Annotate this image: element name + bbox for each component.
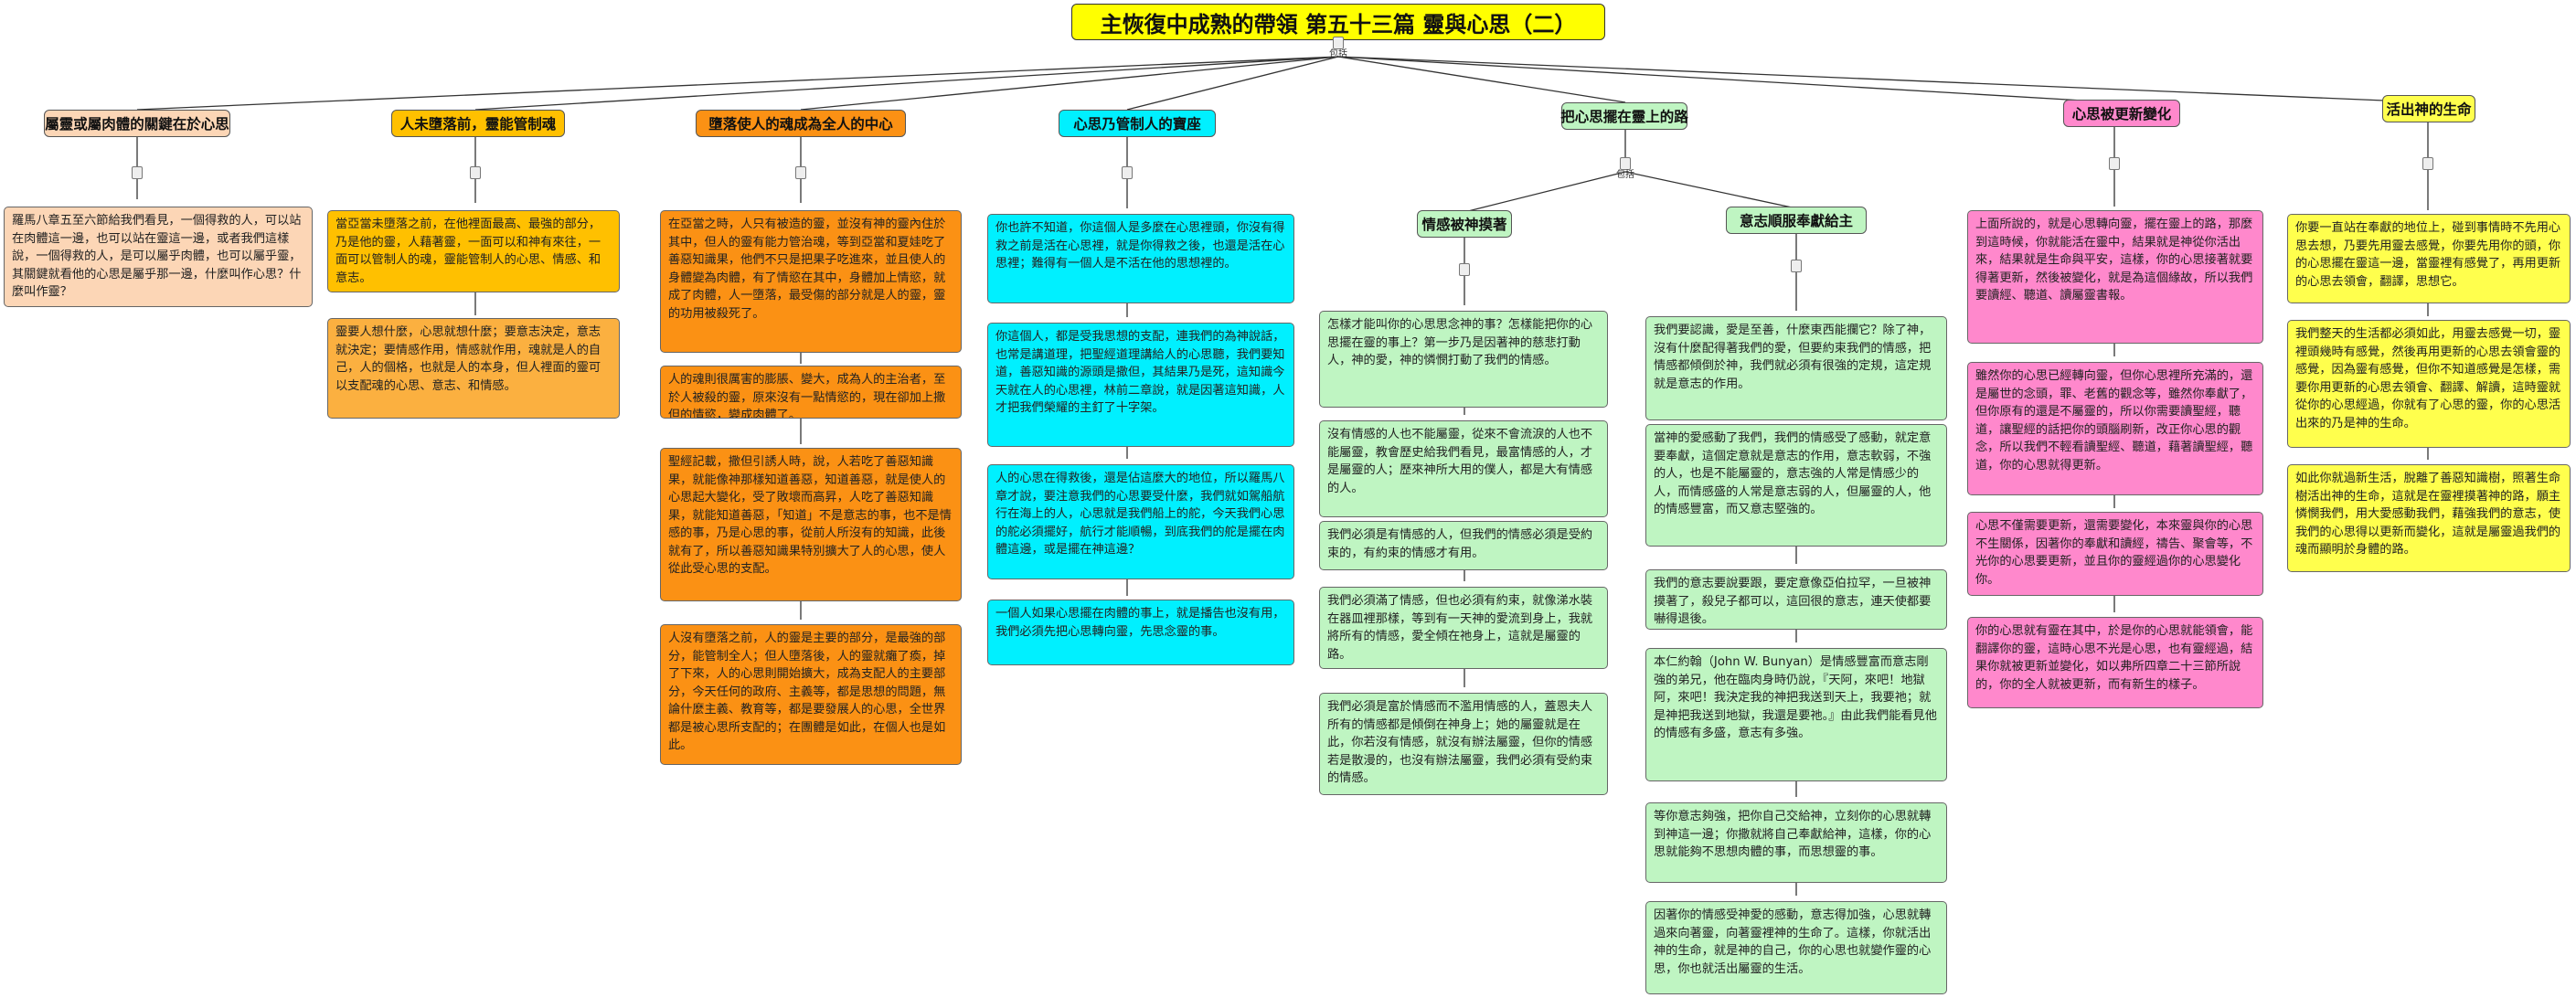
hub-label: 包括 [1329,49,1347,59]
note-box: 我們的意志要說要跟，要定意像亞伯拉罕，一旦被神摸著了，殺兒子都可以，這回很的意志… [1645,569,1947,630]
note-box: 因著你的情感受神愛的感動，意志得加強，心思就轉過來向著靈，向著靈裡神的生命了。這… [1645,901,1947,994]
hub-b7 [2412,157,2443,170]
central-topic[interactable]: 主恢復中成熟的帶領 第五十三篇 靈與心思（二） [1071,4,1605,40]
hub-b6 [2099,157,2130,170]
note-box: 當神的愛感動了我們，我們的情感受了感動，就定意要奉獻，這個定意就是意志的作用，意… [1645,424,1947,547]
note-box: 人的心思在得救後，還是佔這麼大的地位，所以羅馬八章才說，要注意我們的心思要受什麼… [987,464,1294,579]
note-box: 你的心思就有靈在其中，於是你的心思就能領會，能翻譯你的靈，這時心思不光是心思，也… [1967,617,2263,708]
topic-after-fall[interactable]: 墮落使人的魂成為全人的中心 [696,110,906,137]
note-box: 等你意志夠強，把你自己交給神，立刻你的心思就轉到神這一邊；你撒就將自己奉獻給神，… [1645,802,1947,883]
topic-icon [795,166,806,179]
topic-icon [1620,157,1631,170]
note-box: 羅馬八章五至六節給我們看見，一個得救的人，可以站在肉體這一邊，也可以站在靈這一邊… [4,207,313,307]
note-box: 怎樣才能叫你的心思思念神的事？怎樣能把你的心思擺在靈的事上？第一步乃是因著神的慈… [1319,311,1608,408]
hub-b1 [122,166,153,179]
note-box: 人沒有墮落之前，人的靈是主要的部分，是最強的部分，能管制全人；但人墮落後，人的靈… [660,624,962,765]
hub-b5: 包括 [1610,157,1641,180]
topic-live-gods-life[interactable]: 活出神的生命 [2382,95,2475,122]
topic-icon [1791,260,1802,272]
hub-b5a [1449,263,1480,276]
note-box: 我們必須是有情感的人，但我們的情感必須是受約束的，有約束的情感才有用。 [1319,521,1608,570]
topic-icon [470,166,481,179]
topic-flesh-or-spirit[interactable]: 屬靈或屬肉體的關鍵在於心思 [44,110,230,137]
hub-b2 [460,166,491,179]
note-box: 上面所說的，就是心思轉向靈，擺在靈上的路，那麼到這時候，你就能活在靈中，結果就是… [1967,210,2263,344]
note-box: 人的魂則很厲害的膨脹、變大，成為人的主治者，至於人被殺的靈，原來沒有一點情慾的，… [660,366,962,419]
note-box: 靈要人想什麼，心思就想什麼；要意志決定，意志就決定；要情感作用，情感就作用，魂就… [327,318,620,419]
note-box: 沒有情感的人也不能屬靈，從來不會流淚的人也不能屬靈，教會歷史給我們看見，最富情感… [1319,420,1608,517]
note-box: 心思不僅需要更新，還需要變化，本來靈與你的心思不生關係，因著你的奉獻和讀經，禱告… [1967,512,2263,596]
topic-mind-renewed[interactable]: 心思被更新變化 [2063,100,2180,127]
topic-icon [1333,37,1344,49]
hub-b4 [1112,166,1143,179]
topic-mind-throne[interactable]: 心思乃管制人的寶座 [1059,110,1216,137]
topic-icon [1459,263,1470,276]
topic-mind-on-spirit[interactable]: 把心思擺在靈上的路 [1560,102,1688,130]
note-box: 我們要認識，愛是至善，什麼東西能攔它？除了神，沒有什麼配得著我們的愛，但要約束我… [1645,316,1947,420]
note-box: 如此你就過新生活，脫離了善惡知識樹，照著生命樹活出神的生命，這就是在靈裡摸著神的… [2287,464,2571,572]
topic-before-fall[interactable]: 人未墮落前，靈能管制魂 [391,110,565,137]
hub-b3 [785,166,816,179]
note-box: 你這個人，都是受我思想的支配，連我們的為神說話，也常是講道理，把聖經道理講給人的… [987,323,1294,447]
note-box: 雖然你的心思已經轉向靈，但你心思裡所充滿的，還是屬世的念頭，罪、老舊的觀念等，雖… [1967,362,2263,495]
note-box: 我們必須滿了情感，但也必須有約束，就像涕水裝在器皿裡那樣，等到有一天神的愛流到身… [1319,587,1608,669]
note-box: 一個人如果心思擺在肉體的事上，就是播告也沒有用，我們必須先把心思轉向靈，先思念靈… [987,600,1294,665]
note-box: 你也許不知道，你這個人是多麼在心思裡頭，你沒有得救之前是活在心思裡，就是你得救之… [987,214,1294,303]
note-box: 在亞當之時，人只有被造的靈，並沒有神的靈內住於其中，但人的靈有能力管治魂，等到亞… [660,210,962,353]
hub-label: 包括 [1616,170,1634,180]
note-box: 你要一直站在奉獻的地位上，碰到事情時不先用心思去想，乃要先用靈去感覺，你要先用你… [2287,214,2571,303]
note-box: 聖經記載，撒但引誘人時，說，人若吃了善惡知識果，就能像神那樣知道善惡，知道善惡，… [660,448,962,601]
topic-emotion-touched[interactable]: 情感被神摸著 [1417,210,1512,238]
root-hub: 包括 [1323,37,1354,59]
note-box: 當亞當未墮落之前，在他裡面最高、最強的部分，乃是他的靈，人藉著靈，一面可以和神有… [327,210,620,292]
hub-b5b [1781,260,1812,272]
topic-will-submits[interactable]: 意志順服奉獻給主 [1726,207,1867,234]
topic-icon [1122,166,1133,179]
topic-icon [2422,157,2433,170]
topic-icon [132,166,143,179]
note-box: 我們整天的生活都必須如此，用靈去感覺一切，靈裡頭幾時有感覺，然後再用更新的心思去… [2287,320,2571,448]
note-box: 本仁約翰（John W. Bunyan）是情感豐富而意志剛強的弟兄，他在臨肉身時… [1645,648,1947,781]
note-box: 我們必須是富於情感而不濫用情感的人，蓋恩夫人所有的情感都是傾倒在神身上；她的屬靈… [1319,693,1608,795]
topic-icon [2109,157,2120,170]
